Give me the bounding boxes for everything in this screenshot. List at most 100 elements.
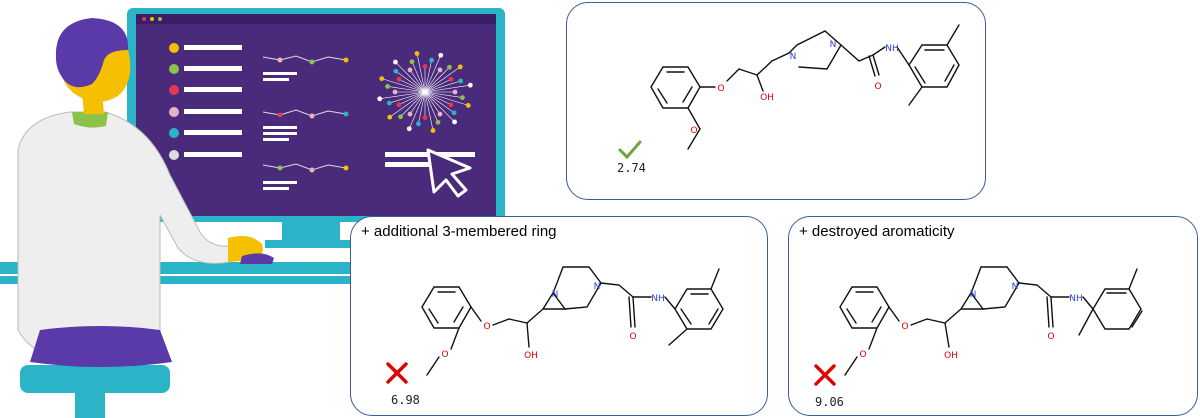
atom-oxygen: O: [717, 84, 724, 94]
panel-title: + additional 3-membered ring: [361, 223, 557, 240]
molecule-destroyed-aromaticity: O O OH N N O NH: [839, 266, 1143, 376]
atom-nitrogen: N: [790, 52, 797, 62]
network-edge: [411, 61, 426, 93]
monitor-screen: [136, 24, 496, 216]
network-edge: [395, 70, 426, 93]
network-node: [448, 76, 454, 82]
network-node: [448, 102, 454, 108]
atom-hydroxyl: OH: [760, 93, 774, 103]
panel-title: + destroyed aromaticity: [799, 223, 955, 240]
atom-oxygen: O: [483, 322, 490, 332]
network-node: [414, 51, 420, 56]
score-value: 6.98: [391, 393, 420, 407]
network-edge: [387, 86, 426, 93]
network-node: [393, 68, 399, 74]
network-edge: [424, 91, 439, 123]
atom-oxygen: O: [690, 126, 697, 136]
network-edge: [424, 66, 461, 93]
network-edge: [424, 69, 441, 93]
network-node: [393, 59, 398, 65]
network-edge: [424, 84, 471, 93]
network-node: [437, 67, 443, 73]
network-edge: [424, 55, 442, 93]
network-edge: [381, 78, 426, 93]
network-edge: [424, 80, 461, 93]
atom-nitrogen: N: [970, 290, 977, 300]
network-node: [438, 52, 444, 58]
atom-nitrogen: N: [552, 290, 559, 300]
atom-amide-nh: NH: [651, 294, 665, 304]
atom-nitrogen: N: [830, 40, 837, 50]
network-node: [447, 64, 452, 70]
network-node: [407, 111, 413, 117]
network-node: [379, 76, 385, 82]
network-edge: [424, 91, 452, 106]
network-edge: [424, 91, 441, 115]
network-node: [386, 100, 392, 106]
scientist-illustration: [0, 8, 505, 418]
atom-oxygen: O: [874, 82, 881, 92]
atom-nitrogen: N: [594, 282, 601, 292]
network-edge: [424, 91, 469, 106]
chair-seat: [20, 365, 170, 393]
window-dot-yellow: [150, 17, 154, 21]
network-node: [422, 64, 428, 69]
network-edge: [389, 91, 426, 118]
network-node: [416, 121, 421, 127]
network-edge: [424, 78, 452, 93]
cursor-icon: [426, 148, 472, 198]
score-value: 2.74: [617, 161, 646, 175]
network-edge: [418, 91, 426, 124]
network-edge: [424, 60, 432, 93]
check-mark-icon: [618, 140, 642, 160]
collar: [72, 112, 108, 128]
network-node: [467, 82, 473, 88]
network-node: [437, 111, 443, 117]
network-node: [452, 119, 457, 125]
network-node: [377, 96, 383, 102]
network-edge: [389, 91, 426, 104]
network-node: [422, 115, 428, 120]
network-edge: [379, 91, 426, 100]
monitor-stand: [282, 222, 340, 240]
window-dot-green: [158, 17, 162, 21]
panel-destroyed-aromaticity: + destroyed aromaticity: [788, 216, 1198, 416]
network-node: [458, 78, 464, 84]
network-node: [396, 76, 402, 82]
network-edge: [424, 91, 455, 123]
network-node: [460, 95, 465, 101]
panel-three-membered-ring: + additional 3-membered ring: [350, 216, 768, 416]
network-edge: [424, 91, 463, 98]
hair: [55, 18, 129, 88]
legs: [30, 326, 172, 367]
atom-hydroxyl: OH: [944, 351, 958, 361]
network-edge: [408, 91, 426, 129]
screen-chain-graphs: [262, 55, 347, 171]
network-edge: [400, 91, 426, 117]
network-node: [387, 114, 393, 120]
network-edge: [398, 78, 426, 93]
network-edge: [398, 91, 426, 106]
molecule-valid: O O OH N N O NH: [650, 24, 960, 150]
network-node: [430, 128, 436, 133]
network-node: [452, 89, 458, 95]
screen-network-graph: [377, 51, 473, 133]
atom-hydroxyl: OH: [524, 351, 538, 361]
network-node: [409, 59, 415, 65]
network-node: [392, 89, 398, 95]
window-dot-red: [142, 17, 146, 21]
network-node: [396, 102, 402, 108]
network-node: [457, 64, 463, 70]
atom-oxygen: O: [629, 332, 636, 342]
network-node: [398, 114, 403, 120]
network-node: [407, 67, 413, 73]
cross-mark-icon: [814, 364, 836, 386]
network-node: [385, 83, 390, 89]
network-node: [435, 119, 441, 125]
network-edge: [395, 61, 426, 93]
network-node: [465, 102, 471, 108]
atom-amide-nh: NH: [1069, 294, 1083, 304]
score-value: 9.06: [815, 395, 844, 409]
network-edge: [409, 69, 426, 93]
